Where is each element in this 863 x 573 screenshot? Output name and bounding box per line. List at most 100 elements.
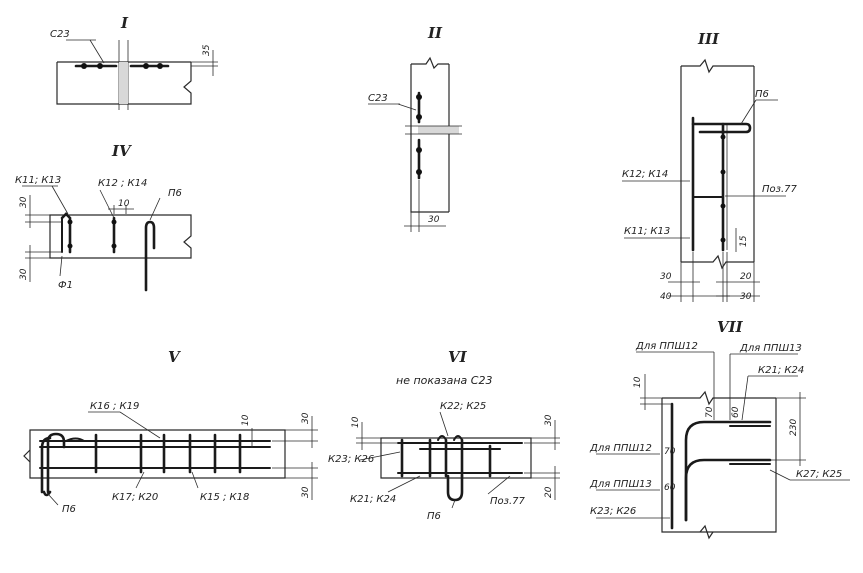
section-VI-dim-20: 20 [544,486,554,498]
section-VII-dim-70a: 70 [705,406,715,418]
section-VI-leader-p6 [451,499,456,509]
section-IV-leader-k11 [51,185,69,215]
section-IV-title: IV [111,142,132,160]
section-VI-note: не показана С23 [396,374,492,387]
section-III-label-poz77: Поз.77 [762,184,797,195]
section-I: I С23 35 [50,14,218,110]
section-VII-dim-60a: 60 [731,406,741,418]
section-IV-bar-p6 [144,220,156,292]
section-IV-label-p6: П6 [168,188,182,199]
section-I-leader-line [89,39,105,64]
section-VII-title: VII [717,318,744,336]
section-IV-leader-k12 [99,189,115,219]
section-V: V К16 ; К19 К17; К20 К15 ; К18 П6 10 [23,348,318,515]
section-III-dim-30: 30 [660,272,672,282]
section-VII-bent-bar-upper [684,420,772,522]
section-IV-leader-p6 [149,197,161,221]
section-II-node-4 [416,169,422,175]
section-VII-leader-k21 [741,375,749,421]
section-V-slab-outline [29,429,286,479]
section-III-label-k12k14: К12; К14 [622,169,668,180]
section-V-title: V [168,348,181,366]
section-II-leader-line [397,103,417,111]
section-I-node-4 [157,63,163,69]
section-V-hook-bottom [42,490,52,497]
section-III-node-1 [720,134,726,140]
section-VII-break-bottom [699,524,714,540]
section-V-hook-2 [40,436,52,494]
section-VII-bent-bar-lower [684,458,772,522]
section-II-node-1 [416,94,422,100]
section-VII-label-k21k24: К21; К24 [758,365,804,376]
section-VII-label-k27k25: К27; К25 [796,469,842,480]
section-V-dim-30b: 30 [301,486,311,498]
section-III-node-2 [720,169,726,175]
section-IV-label-k11k13: К11; К13 [15,175,61,186]
section-II: II С23 30 [368,24,462,232]
section-I-node-2 [97,63,103,69]
section-III-hook-p6 [691,122,752,134]
section-II-joint-fill [418,126,459,134]
section-VI: VI не показана С23 К22; К25 К23; К26 К21… [328,348,560,522]
section-VII-slab-outline [661,398,777,533]
section-V-leader-k15 [191,471,199,489]
section-IV-dim-10: 10 [118,199,130,209]
section-V-leader-p6 [47,493,59,506]
section-I-node-1 [81,63,87,69]
section-III-dim-40: 40 [660,292,672,302]
section-I-node-3 [143,63,149,69]
section-V-label-p6: П6 [62,504,76,515]
section-II-break-top [411,56,449,70]
section-VII-label-ppsh12a: Для ППШ12 [635,341,698,352]
section-IV-label-k12k14: К12 ; К14 [98,178,147,189]
section-IV-slab-outline [49,214,192,259]
section-VI-hook-top-2 [453,435,463,441]
section-V-dim-30a: 30 [301,412,311,424]
section-VI-label-p6: П6 [427,511,441,522]
section-II-label-c23: С23 [368,93,388,104]
section-V-leader-k17 [135,471,145,489]
section-IV-node-2 [67,243,73,249]
section-I-joint-fill [119,62,128,104]
section-IV-dim-30a: 30 [19,196,29,208]
section-VII-dim-60b: 60 [664,483,676,493]
section-I-dim-35: 35 [202,44,212,56]
section-VII-label-k23k26: К23; К26 [590,506,636,517]
section-III-label-p6: П6 [755,89,769,100]
section-III-node-4 [720,237,726,243]
section-VI-leader-k22 [439,411,449,437]
section-IV-dim-30b: 30 [19,268,29,280]
section-V-dim-10: 10 [241,414,251,426]
section-III-dim-20: 20 [740,272,752,282]
section-VI-leader-k23 [359,451,401,461]
section-III-node-3 [720,203,726,209]
section-VII-label-ppsh13b: Для ППШ13 [589,479,652,490]
section-VI-hook-p6 [446,474,464,502]
section-III-break-top [681,58,754,74]
section-V-leader-k16 [119,411,161,439]
section-VI-leader-k21 [387,475,421,493]
section-VII: VII Для ППШ12 Для ППШ13 К21; К24 10 70 6… [589,318,850,540]
section-IV-leader-f1 [59,255,63,277]
section-II-node-3 [416,147,422,153]
section-VII-dim-230: 230 [789,419,799,436]
section-III-label-k11k13: К11; К13 [624,226,670,237]
section-III-break-bottom [681,254,754,270]
section-VI-label-poz77: Поз.77 [490,496,525,507]
section-II-title: II [427,24,443,42]
section-I-slab-outline [56,62,192,105]
section-IV-node-1 [67,219,73,225]
section-III: III П6 К12; К14 Поз.77 К11; К13 15 [622,30,797,302]
section-V-label-k16k19: К16 ; К19 [90,401,139,412]
section-VII-break-top [662,390,776,406]
section-V-hook-1 [46,432,66,494]
section-VI-title: VI [448,348,468,366]
section-IV-node-4 [111,243,117,249]
section-VII-label-ppsh13a: Для ППШ13 [739,343,802,354]
section-III-dim-30b: 30 [740,292,752,302]
section-III-dim-15: 15 [739,235,749,247]
section-VII-dim-10: 10 [633,376,643,388]
section-V-hook-3 [65,437,85,442]
